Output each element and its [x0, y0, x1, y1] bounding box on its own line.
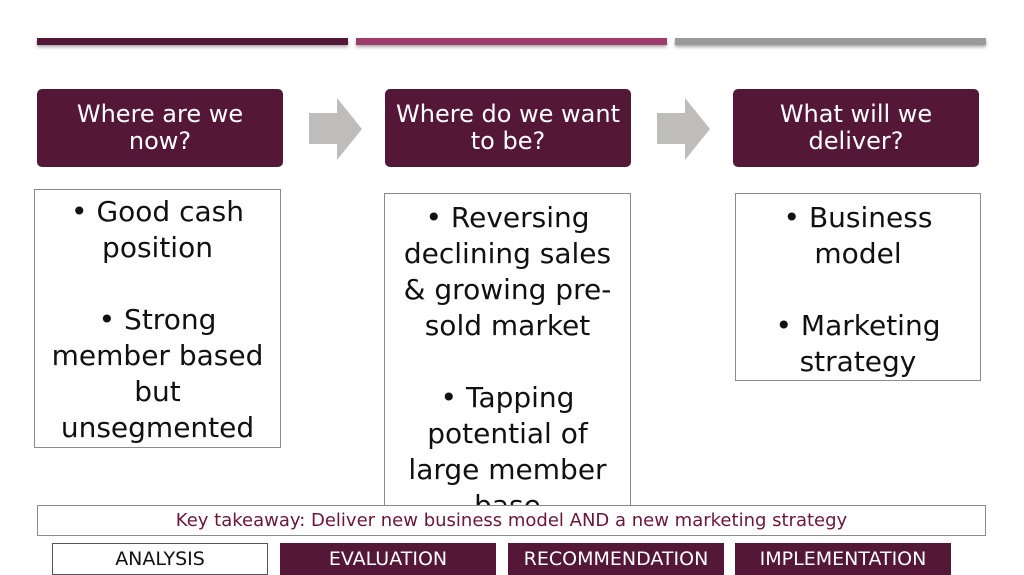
tab-implementation[interactable]: IMPLEMENTATION	[735, 543, 951, 575]
tab-analysis[interactable]: ANALYSIS	[52, 543, 268, 575]
bullet-item: Reversing declining sales & growing pre-…	[391, 200, 624, 344]
top-bar-plum	[37, 38, 348, 45]
tab-evaluation[interactable]: EVALUATION	[280, 543, 496, 575]
bullet-box-want: Reversing declining sales & growing pre-…	[384, 193, 631, 533]
right-arrow-icon	[309, 98, 362, 160]
column-header-deliver: What will we deliver?	[733, 89, 979, 167]
tab-recommendation[interactable]: RECOMMENDATION	[508, 543, 724, 575]
bullet-box-deliver: Business model Marketing strategy	[735, 193, 981, 381]
column-header-now: Where are we now?	[37, 89, 283, 167]
bullet-item: Tapping potential of large member base	[391, 380, 624, 524]
right-arrow-icon	[657, 98, 710, 160]
bullet-item: Strong member based but unsegmented	[41, 302, 274, 446]
top-bar-gray	[675, 38, 986, 45]
top-bar-magenta	[356, 38, 667, 45]
bullet-item: Marketing strategy	[742, 308, 974, 380]
bullet-item: Business model	[742, 200, 974, 272]
key-takeaway-banner: Key takeaway: Deliver new business model…	[37, 505, 986, 536]
bullet-box-now: Good cash position Strong member based b…	[34, 189, 281, 448]
bullet-item: Good cash position	[41, 194, 274, 266]
column-header-want: Where do we want to be?	[385, 89, 631, 167]
